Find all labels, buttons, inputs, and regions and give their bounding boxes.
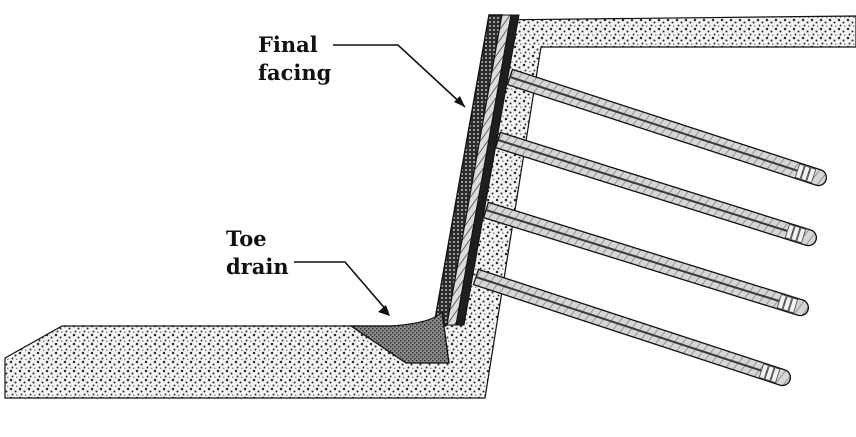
soil-nail-bar <box>509 76 808 175</box>
soil-nail-tip-block <box>796 227 807 244</box>
soil-nail <box>494 131 817 247</box>
toe-drain-label-line2: drain <box>226 254 289 279</box>
soil-nail-tip-block <box>764 365 775 382</box>
soil-nail-bar <box>485 209 790 306</box>
soil-nail-tip-block <box>800 165 811 182</box>
final-facing-label-line1: Final <box>258 32 318 57</box>
facing-inner-edge <box>455 14 520 326</box>
soil-nail-tip-block <box>776 293 787 310</box>
soil-mass <box>4 15 856 399</box>
soil-nail-tip-block <box>794 163 805 180</box>
final-facing-label-line2: facing <box>258 60 332 85</box>
soil-nail-tip-block <box>782 295 793 312</box>
final-facing-leader-line <box>333 44 466 108</box>
toe-drain-leader-line <box>294 261 389 313</box>
toe-drain <box>348 310 450 364</box>
final-facing-leader-arrow <box>454 96 465 107</box>
soil-nail-bar <box>497 139 798 235</box>
soil-nail-tip-block <box>788 297 799 314</box>
toe-drain-leader-arrow <box>378 305 390 316</box>
soil-nail <box>472 268 791 387</box>
soil-nail <box>482 201 809 317</box>
soil-nail-bar <box>475 276 772 375</box>
soil-nail-tip-block <box>790 225 801 242</box>
toe-drain-label-line1: Toe <box>226 226 267 251</box>
soil-nail <box>506 68 827 187</box>
soil-nail-tip-block <box>784 223 795 240</box>
soil-nail-tip-block <box>758 363 769 380</box>
soil-nail-tip-block <box>770 367 781 384</box>
soil-nails-group <box>472 68 827 387</box>
soil-nail-tip-block <box>806 167 817 184</box>
